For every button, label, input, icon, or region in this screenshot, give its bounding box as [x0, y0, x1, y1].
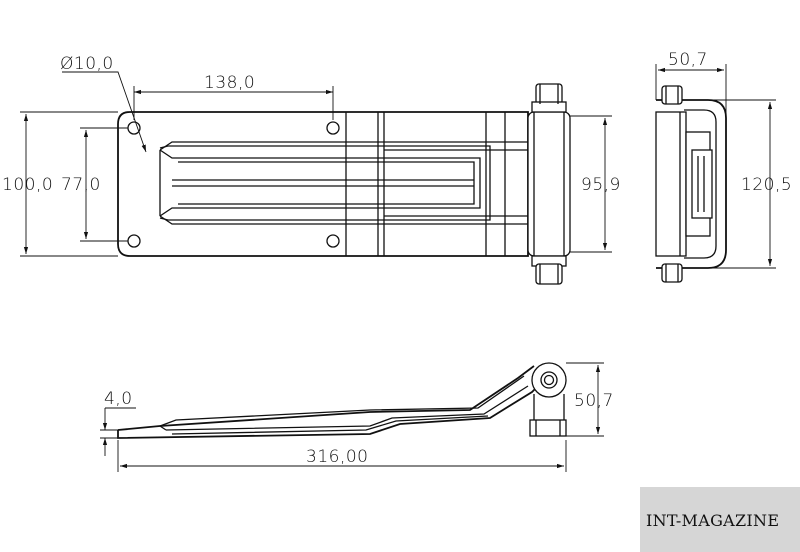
profile-nut: [529, 419, 567, 437]
rib-lower: [159, 215, 528, 225]
dim-hole-diameter: Ø10,0: [60, 54, 114, 74]
profile-rib: [159, 375, 525, 427]
side-body: [655, 111, 687, 257]
mounting-hole: [326, 234, 340, 248]
pin-head-top: [531, 101, 567, 113]
dim-thickness: 4,0: [104, 389, 133, 409]
profile-rib: [171, 415, 489, 435]
profile-leaf-top: [117, 365, 535, 431]
rib-inner: [178, 161, 475, 205]
profile-bracket: [533, 394, 565, 420]
dim-overall-length: 316,00: [306, 447, 368, 467]
rib-upper: [159, 149, 481, 217]
mounting-hole: [326, 121, 340, 135]
hinge-leaf-outline: [117, 111, 529, 257]
watermark-text: INT-MAGAZINE: [646, 511, 780, 530]
side-inner-part: [691, 149, 713, 219]
side-view: 50,7 120,5: [655, 50, 792, 283]
profile-pin: [540, 371, 558, 389]
profile-view: 4,0 316,00 50,7: [100, 362, 614, 472]
side-bracket: [656, 99, 727, 269]
front-view: 138,0 Ø10,0 100,0 77,0 95,9: [2, 54, 621, 285]
rib-inner: [159, 145, 491, 221]
side-bracket-inner: [684, 109, 717, 259]
watermark: INT-MAGAZINE: [640, 487, 800, 552]
side-pin-bottom: [661, 263, 683, 283]
profile-line: [159, 425, 167, 431]
dim-knuckle-height: 95,9: [581, 175, 621, 195]
profile-pin: [543, 374, 555, 386]
dim-side-height: 120,5: [741, 175, 792, 195]
dim-profile-height: 50,7: [574, 391, 614, 411]
pin-nut-bottom: [535, 263, 563, 285]
mounting-hole: [127, 121, 141, 135]
dim-side-depth: 50,7: [668, 50, 708, 70]
profile-knuckle: [531, 362, 567, 398]
dim-hole-spacing: 138,0: [204, 73, 255, 93]
mounting-hole: [127, 234, 141, 248]
side-pin-top: [661, 85, 683, 105]
leader-hole-diameter: [62, 71, 147, 153]
dim-overall-height: 100,0: [2, 175, 53, 195]
profile-rib: [165, 385, 529, 431]
dim-inner-height: 77,0: [61, 175, 101, 195]
